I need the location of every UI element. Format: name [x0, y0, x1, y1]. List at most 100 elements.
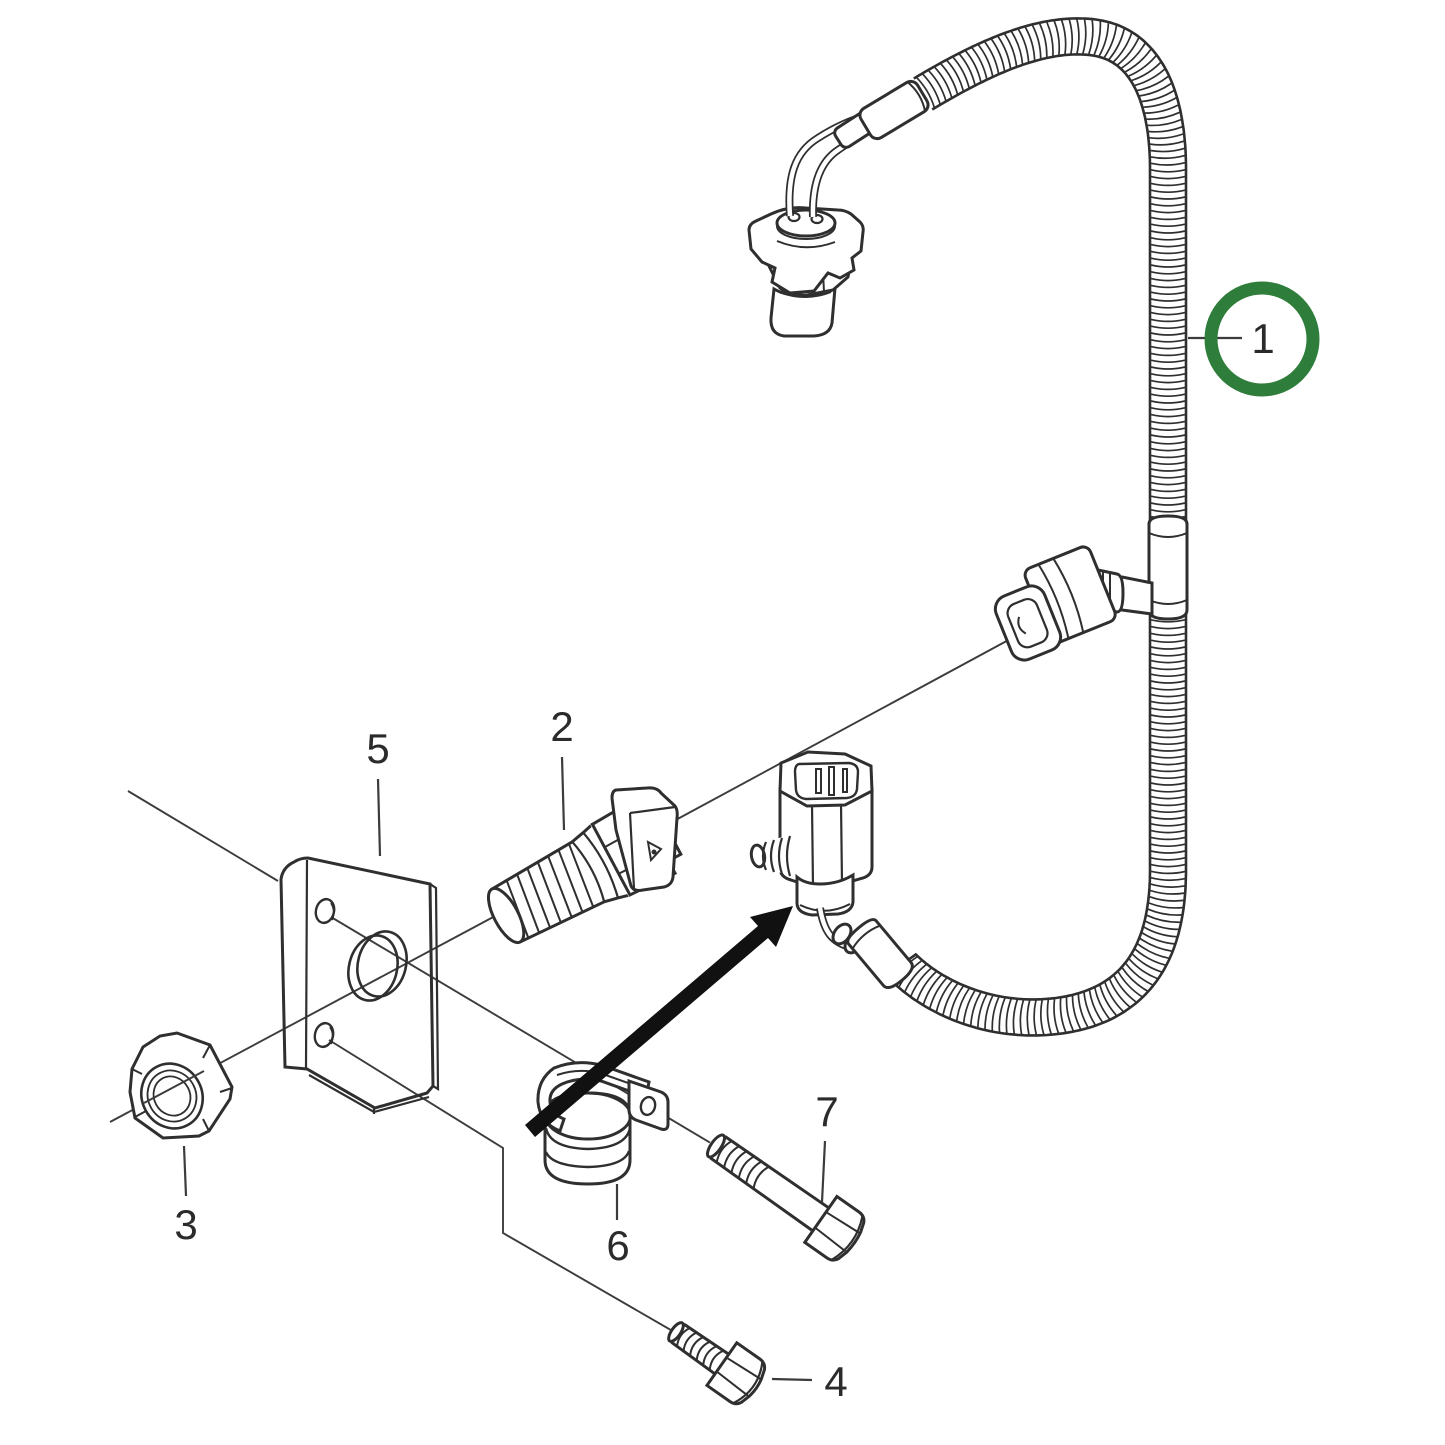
clamp-grommet [536, 1061, 670, 1186]
nut-bore-outer [140, 1062, 204, 1130]
branch-body-rings [1037, 557, 1085, 639]
branch-shroud-opening [1006, 597, 1049, 649]
bolt7-tip [705, 1133, 727, 1159]
bracket [279, 856, 440, 1114]
part2-block-body [610, 786, 679, 892]
middle-sensor-neck [795, 872, 855, 917]
stud-mask [752, 833, 797, 876]
middle-sensor-cup-opening [793, 761, 860, 801]
stud-threads [761, 835, 792, 877]
t-sleeve-body [1147, 514, 1189, 621]
callout-label-2: 2 [550, 703, 573, 750]
middle-sensor-pins [815, 766, 848, 796]
grommet-groove-lower [544, 1150, 631, 1169]
bolt4-head-facets [716, 1356, 761, 1397]
part2-collar-rings [571, 831, 620, 903]
branch-connector [993, 545, 1154, 662]
bracket-foot-lines [308, 1074, 430, 1114]
callout-label-6: 6 [606, 1222, 629, 1269]
leader-3 [182, 1145, 188, 1197]
bolt4-routing-line [328, 1039, 677, 1334]
branch-shroud [993, 584, 1063, 662]
top-sensor-flange-line [776, 240, 836, 249]
pointer-arrow-icon [525, 906, 793, 1137]
bracket-thickness-edge [429, 883, 440, 1091]
callout-leaders [182, 336, 1242, 1382]
top-sensor-disc [775, 208, 837, 238]
callout-label-7: 7 [815, 1088, 838, 1135]
middle-sensor [749, 750, 914, 990]
bolt4-mask [667, 1321, 769, 1407]
part2-sensor-switch [486, 786, 683, 945]
sleeve-top-body [858, 79, 930, 141]
leader-4 [771, 1377, 813, 1382]
wire-hole-right [810, 213, 824, 225]
bracket-bottom-hole-rim [329, 1026, 334, 1045]
top-sensor [747, 79, 930, 338]
bolt4-shank [670, 1322, 730, 1376]
conduit-edge [913, 17, 1188, 526]
nut-silhouette [128, 1031, 234, 1140]
nut-thread-ring-1 [146, 1069, 198, 1123]
callout-label-4: 4 [824, 1358, 847, 1405]
bolt4-head [704, 1340, 767, 1406]
callout-label-1: 1 [1251, 315, 1274, 362]
middle-sensor-cup [778, 750, 874, 808]
harness-conduit-upper [913, 17, 1188, 526]
bracket-top-hole-rim [330, 902, 335, 921]
stud-tip [749, 843, 767, 869]
highlight-circle [1204, 281, 1320, 397]
part2-thread-mask [488, 841, 605, 943]
sleeve-top-rim [906, 81, 927, 112]
bolt7-head-cap [831, 1215, 864, 1261]
bracket-center-hole-front [347, 934, 399, 1002]
bolt7-shank [709, 1135, 830, 1233]
leader-7 [820, 1140, 827, 1203]
part2-block-face-lines [628, 805, 676, 890]
bolt7-mask [705, 1133, 867, 1261]
top-sensor-tip-line [778, 291, 832, 298]
part2-block-notch [646, 840, 663, 863]
main-axis-line-upper [671, 636, 1015, 823]
bolt-long [705, 1133, 867, 1262]
conduit-edge [900, 610, 1152, 1001]
callout-label-3: 3 [174, 1201, 197, 1248]
bracket-bend-line [304, 859, 309, 1069]
conduit-ribs [916, 19, 1186, 520]
callout-label-5: 5 [366, 725, 389, 772]
bracket-pointer-line [127, 790, 279, 882]
conduit-edge [888, 610, 1188, 1037]
bracket-center-hole-back [356, 930, 408, 998]
conduit-end-sleeve-bottom [846, 918, 914, 990]
bolt4-tip [667, 1321, 685, 1343]
top-sensor-disc-rim [776, 225, 836, 240]
clip-plate [627, 1078, 670, 1131]
conduit-end-sleeve-top [858, 79, 930, 141]
bolt7-head-facets [814, 1211, 860, 1253]
part2-block-notch-dot [651, 849, 657, 855]
middle-sensor-body-facets [810, 802, 844, 888]
conduit-underlay [914, 19, 1185, 524]
part2-thread-lines [505, 844, 595, 939]
nut-thread-ring-2 [152, 1075, 192, 1117]
leader-5 [376, 778, 382, 857]
branch-shroud-latch [1017, 616, 1027, 635]
part2-connector-block [610, 786, 679, 892]
nut-facet-lines [131, 1044, 233, 1132]
part2-collar-outline [571, 823, 631, 904]
axis-chord-through-nut [143, 1070, 205, 1104]
bolt-short [667, 1321, 769, 1407]
clip-plate-hole [639, 1095, 657, 1117]
conduit-t-sleeve [1147, 514, 1189, 621]
bolt4-head-cap [733, 1361, 764, 1404]
conduit-underlay [888, 610, 1185, 1035]
callout-labels: 1 2 3 4 5 6 7 [174, 315, 1274, 1405]
part2-thread-outline [491, 840, 605, 944]
harness-conduit-lower [888, 610, 1188, 1037]
bolt7-threads [715, 1140, 770, 1189]
middle-sensor-neck-rim [799, 903, 851, 912]
conduit-edge [931, 53, 1169, 526]
grommet-groove-upper [544, 1127, 632, 1151]
